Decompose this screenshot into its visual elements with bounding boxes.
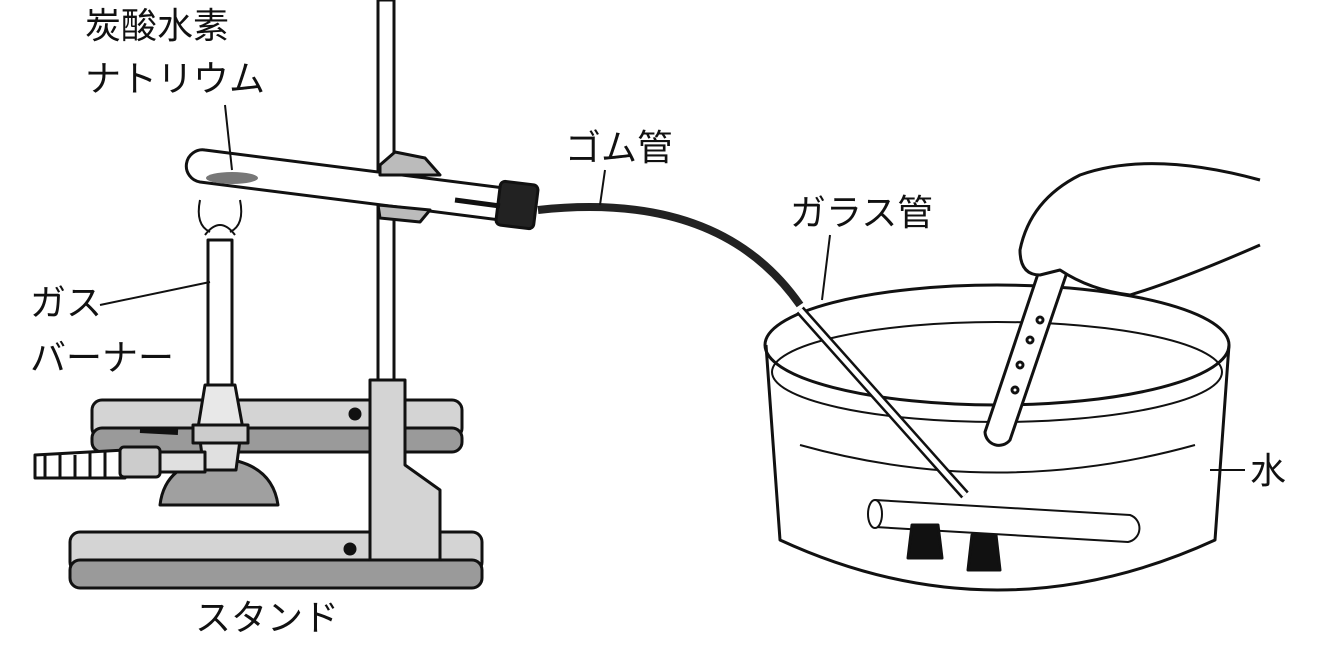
label-rubber-tube: ゴム管: [565, 128, 674, 169]
rubber-tube: [537, 203, 804, 308]
leader-lines: [99, 104, 1245, 471]
label-stand: スタンド: [195, 598, 340, 639]
water-basin: [763, 283, 1231, 592]
heated-test-tube: [184, 148, 540, 231]
label-sodium-bicarbonate-1: 炭酸水素: [85, 6, 230, 47]
gas-burner: [33, 199, 280, 507]
label-gas-burner-1: ガス: [30, 283, 103, 324]
hand: [1018, 162, 1261, 297]
label-water: 水: [1250, 451, 1287, 492]
label-glass-tube: ガラス管: [790, 193, 934, 234]
collecting-test-tube: [983, 230, 1080, 447]
label-sodium-bicarbonate-2: ナトリウム: [85, 59, 266, 100]
label-gas-burner-2: バーナー: [30, 338, 175, 379]
stand-clamp-block: [368, 378, 442, 562]
